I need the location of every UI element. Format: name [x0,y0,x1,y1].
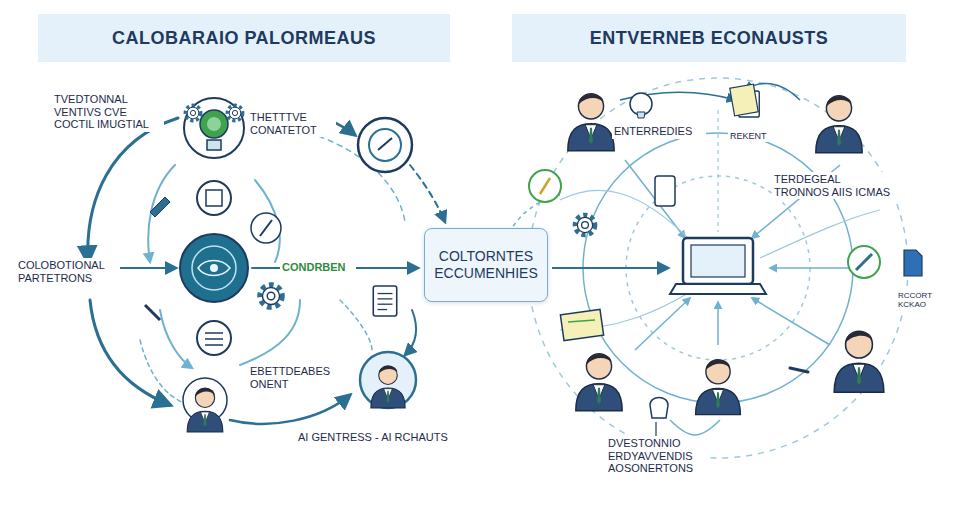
right-network [505,78,908,458]
text-label: CONDRBEN [280,260,356,275]
text-label: RCCORT KCKAO [896,290,940,310]
node-text: ENTVERNEB ECONAUSTS [590,28,829,49]
text-label: EBETTDEABES ONENT [248,364,342,391]
text-label: REKENT [728,130,780,142]
left-icons [145,98,416,432]
right-icons [529,84,922,440]
text-label: DVESTONNIO ERDYAVVENDIS AOSONERTONS [606,436,710,476]
process-box: COLTORNTES ECCUMENHIES [424,228,548,302]
text-label: TERDEGEAL TRONNOS AIIS ICMAS [772,172,900,199]
text-label: AI GENTRESS - AI RCHAUTS [296,430,460,445]
title-band: ENTVERNEB ECONAUSTS [512,14,906,62]
text-label: ENTERREDIES [612,124,706,139]
text-label: COLOBOTIONAL PARTETRONS [16,258,120,285]
node-text: COLTORNTES ECCUMENHIES [433,248,539,283]
text-label: TVEDTONNAL VENTIVS CVE COCTIL IMUGTIAL [52,92,164,132]
node-text: CALOBARAIO PALORMEAUS [112,28,376,49]
title-band: CALOBARAIO PALORMEAUS [38,14,450,62]
text-label: THETTTVE CONATETOT [248,110,336,137]
left-cycle [88,114,445,423]
